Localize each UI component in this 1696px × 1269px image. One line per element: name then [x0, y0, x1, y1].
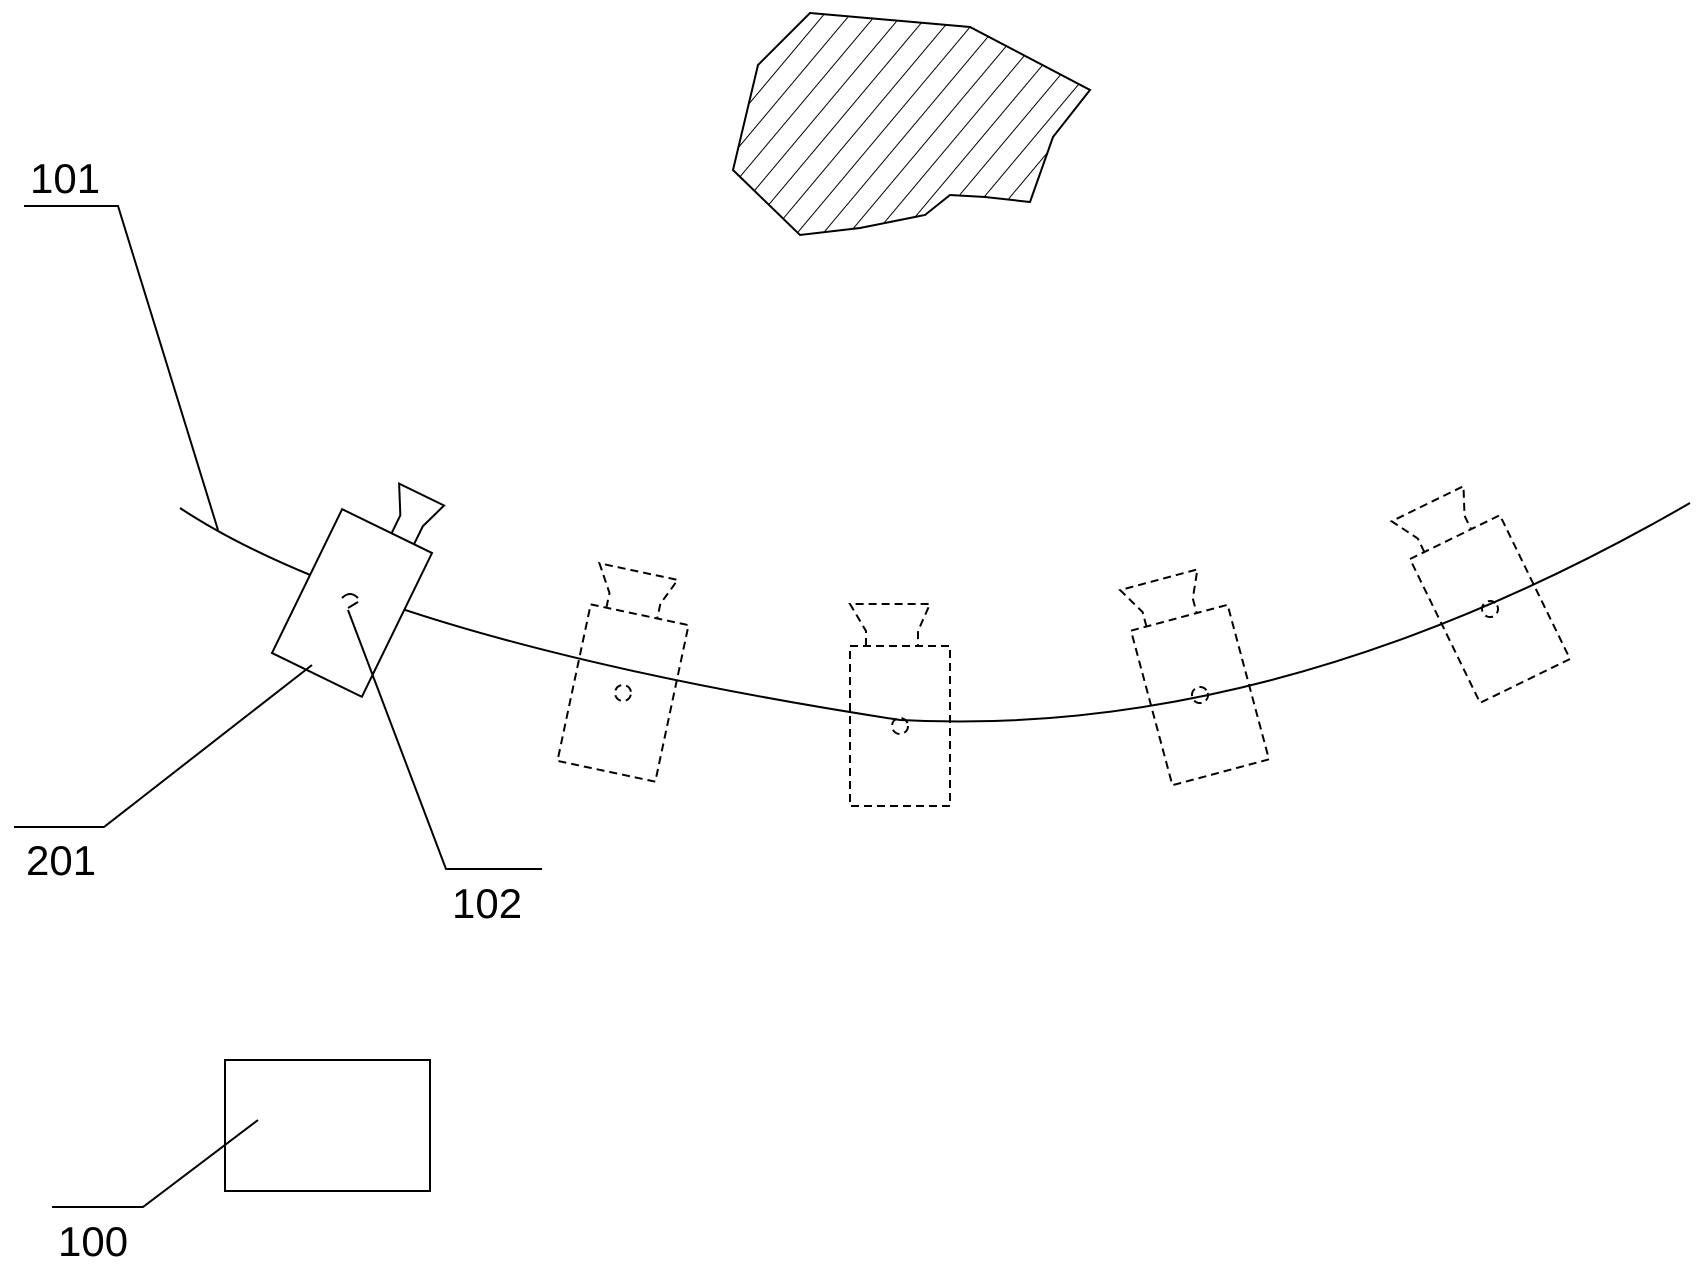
label-rail: 101	[30, 155, 100, 202]
leader-lines	[14, 205, 542, 1208]
controller-box	[224, 1059, 431, 1192]
camera-position-2	[556, 562, 699, 783]
camera-position-3	[849, 603, 951, 807]
label-controller: 100	[58, 1218, 128, 1265]
label-pivot: 102	[452, 880, 522, 927]
camera-position-5	[1390, 476, 1572, 704]
pivot-marker	[341, 593, 359, 609]
camera-solid	[270, 481, 446, 699]
camera-position-4	[1119, 563, 1271, 787]
hatched-target-object	[731, 11, 1092, 237]
label-camera: 201	[26, 837, 96, 884]
curved-rail	[179, 502, 1691, 723]
